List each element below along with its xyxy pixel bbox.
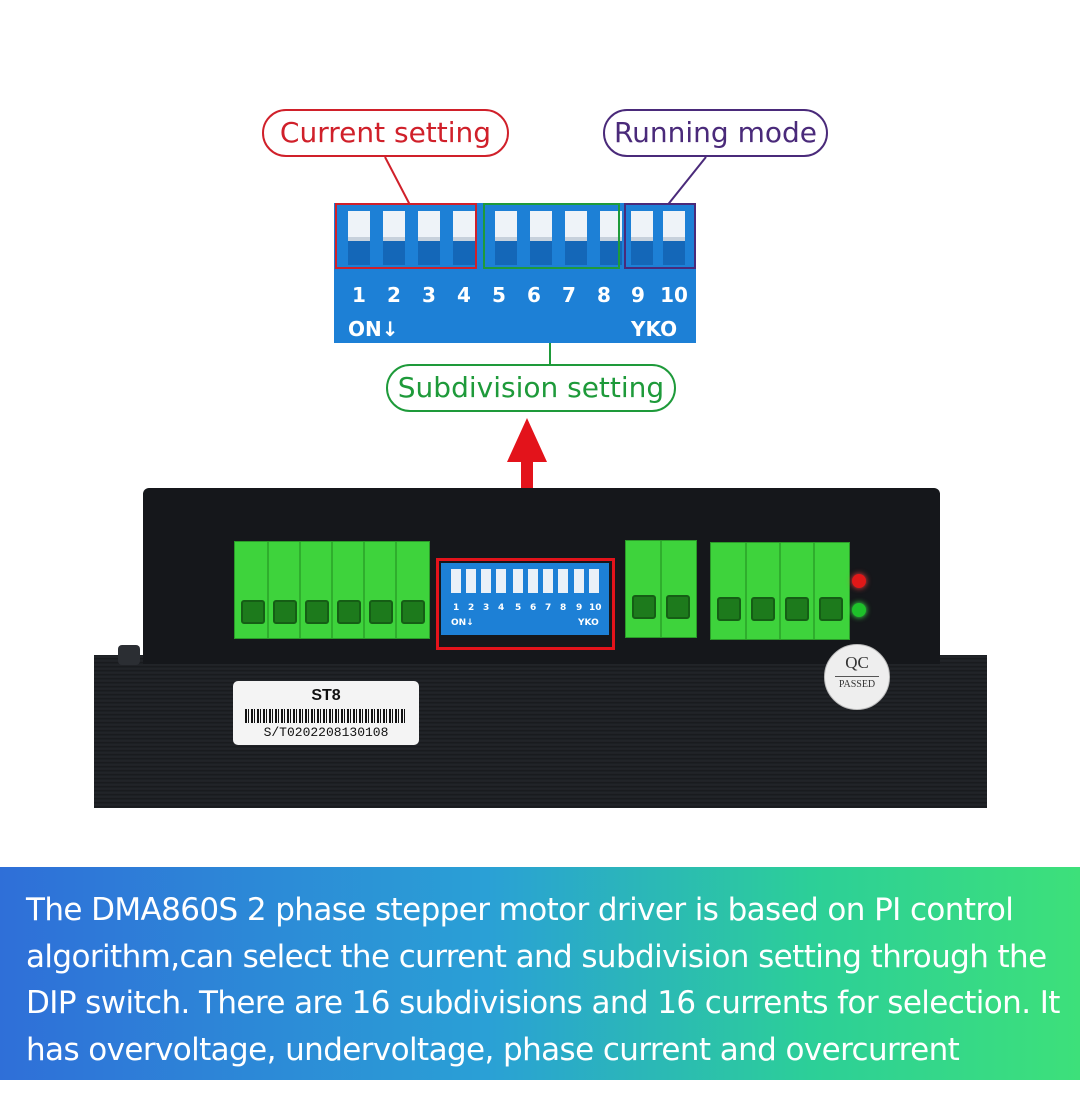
terminal-block-left [234,541,430,639]
alarm-led-red [852,574,866,588]
dip-highlight-frame [436,558,615,650]
dip-small-brand-label: YKO [578,618,599,628]
dip-switch-device: 1 2 3 4 5 6 7 8 9 10 ON↓ YKO [441,563,609,635]
dip-small-number: 9 [576,603,583,613]
subdivision-group-frame [483,203,620,269]
dip-number: 7 [562,283,576,307]
dip-small-number: 10 [589,603,602,613]
current-setting-callout: Current setting [262,109,509,157]
terminal-block-middle [625,540,697,638]
terminal-block-right [710,542,850,640]
description-text: The DMA860S 2 phase stepper motor driver… [26,892,1060,1114]
dip-small-number: 3 [483,603,490,613]
subdivision-setting-callout: Subdivision setting [386,364,676,412]
dip-switch-10 [663,211,685,265]
dip-small-number: 5 [515,603,522,613]
dip-small-number: 7 [545,603,552,613]
qc-passed-sticker: QC PASSED [824,644,890,710]
dip-small-number: 6 [530,603,537,613]
mounting-screw [118,645,140,665]
dip-switch-3 [418,211,440,265]
dip-switch-7 [565,211,587,265]
running-group-frame [624,203,696,269]
dip-number: 9 [631,283,645,307]
dip-switch-4 [453,211,475,265]
dip-small-number: 4 [498,603,505,613]
qc-text: QC [845,653,869,672]
dip-switch-2 [383,211,405,265]
qc-passed-text: PASSED [838,679,876,690]
dip-number: 8 [597,283,611,307]
dip-number: 1 [352,283,366,307]
current-group-frame [335,203,477,269]
dip-on-label: ON↓ [348,317,399,341]
dip-number: 5 [492,283,506,307]
dip-switch-1 [348,211,370,265]
description-banner: The DMA860S 2 phase stepper motor driver… [0,867,1080,1114]
dip-switch-zoomed: 1 2 3 4 5 6 7 8 9 10 ON↓ YKO [334,203,696,343]
dip-number: 2 [387,283,401,307]
serial-number: S/T0202208130108 [263,725,389,740]
dip-number: 4 [457,283,471,307]
product-label: ST8 S/T0202208130108 [233,681,419,745]
dip-number: 6 [527,283,541,307]
dip-switch-6 [530,211,552,265]
dip-number: 3 [422,283,436,307]
dip-small-on-label: ON↓ [451,618,474,628]
dip-small-number: 8 [560,603,567,613]
dip-switch-8 [600,211,622,265]
dip-number: 10 [660,283,688,307]
dip-small-number: 1 [453,603,460,613]
dip-small-number: 2 [468,603,475,613]
model-label: ST8 [311,687,341,704]
qc-divider [835,676,879,677]
running-mode-callout: Running mode [603,109,828,157]
dip-switch-5 [495,211,517,265]
power-led-green [852,603,866,617]
dip-switch-9 [631,211,653,265]
dip-brand-label: YKO [631,317,678,341]
barcode [245,709,405,723]
